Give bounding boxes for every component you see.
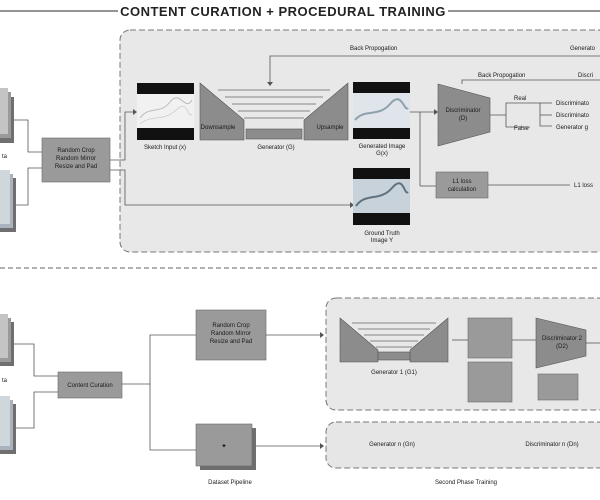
back-propagation-label-2: Back Propogation [478, 73, 525, 79]
back-propagation-line-2 [461, 79, 600, 84]
output-label-2: Discriminato [556, 113, 590, 119]
generator-n-label: Generator n (Gn) [369, 442, 415, 448]
top-preprocess-line-1: Random Crop [57, 148, 95, 154]
upsample-label: Upsample [316, 125, 344, 131]
l1-out-label: L1 loss [574, 183, 593, 189]
false-label: False [514, 126, 529, 132]
output-label-1: Discriminato [556, 101, 590, 107]
dataset-pipeline-star-icon: ✦ [221, 442, 227, 450]
top-preprocess-line-3: Resize and Pad [55, 164, 97, 170]
top-preprocess-box [41, 137, 111, 183]
curation-to-dataset [149, 384, 196, 451]
bottom-preprocess-line-2: Random Mirror [211, 331, 251, 337]
second-phase-output-box [537, 373, 579, 401]
ground-truth-label-2: Image Y [371, 238, 393, 244]
top-input-stack-2 [0, 170, 16, 232]
branch-false [505, 115, 530, 128]
discriminator-shape [437, 83, 491, 147]
top-input-stack-1 [0, 88, 14, 143]
phase-n-container [325, 421, 600, 469]
arrowhead-phase-n [320, 443, 324, 449]
l1-loss-box [435, 171, 489, 199]
bottom-preprocess-box [195, 309, 267, 361]
top-preprocess-line-2: Random Mirror [56, 156, 96, 162]
bottom-connector-2 [16, 391, 58, 429]
bottom-preprocess-line-1: Random Crop [212, 323, 250, 329]
page-title: CONTENT CURATION + PROCEDURAL TRAINING [120, 4, 446, 19]
output-label-3: Generator g [556, 125, 588, 131]
sketch-input-label: Sketch Input (x) [144, 145, 186, 151]
generated-image [353, 82, 410, 139]
top-connector-2 [16, 167, 42, 206]
generator-label: Generator (G) [257, 145, 294, 151]
discriminator-n-label: Discriminator n (Dn) [525, 442, 578, 448]
generator-shape [199, 82, 349, 141]
ground-truth-label-1: Ground Truth [364, 231, 399, 237]
dataset-pipeline-box [195, 423, 253, 467]
dataset-pipeline-label: Dataset Pipeline [208, 480, 252, 486]
bottom-input-label: ta [2, 378, 8, 384]
second-phase-image-1 [467, 317, 513, 359]
l1-loss-label-1: L1 loss [452, 179, 471, 185]
arrowhead-groundtruth [350, 202, 354, 208]
top-connector-1 [14, 119, 42, 153]
back-propagation-line-1 [269, 55, 600, 82]
generated-image-label-1: Generated Image [359, 144, 406, 150]
arrowhead-backprop-1 [267, 82, 273, 86]
content-curation-box [57, 371, 123, 399]
discriminator2-label-1: Discriminator 2 [542, 336, 583, 342]
ground-truth-image [353, 168, 410, 225]
generator1-shape [339, 317, 449, 363]
preprocess-to-sketch [110, 111, 133, 161]
arrowhead-discriminator [434, 109, 438, 115]
second-phase-image-2 [467, 361, 513, 403]
sketch-input-image [137, 83, 194, 140]
bottom-input-stack-2 [0, 396, 16, 454]
l1-loss-label-2: calculation [448, 187, 476, 193]
back-propagation-label-1: Back Propogation [350, 46, 397, 52]
bottom-input-stack-1 [0, 314, 14, 366]
discriminator-label-right: Discri [578, 73, 593, 79]
top-input-label: ta [2, 154, 8, 160]
generated-image-label-2: G(x) [376, 151, 388, 157]
arrowhead-second-phase [320, 332, 324, 338]
generator1-label: Generator 1 (G1) [371, 370, 417, 376]
curation-to-preprocess [122, 334, 196, 385]
generator-label-right: Generato [570, 46, 596, 52]
bottom-connector-1 [14, 343, 58, 377]
arrowhead-sketch [133, 109, 137, 115]
bottom-preprocess-line-3: Resize and Pad [210, 339, 252, 345]
merge-line [530, 102, 552, 127]
discriminator-label-2: (D) [459, 116, 467, 122]
second-phase-container [325, 297, 600, 411]
branch-real [490, 102, 530, 116]
discriminator-label-1: Discriminator [445, 108, 480, 114]
second-phase-label: Second Phase Training [435, 480, 497, 486]
downsample-label: Downsample [201, 125, 236, 131]
discriminator2-shape [535, 317, 587, 369]
real-label: Real [514, 96, 526, 102]
preprocess-to-groundtruth [110, 169, 350, 206]
content-curation-label: Content Curation [67, 383, 112, 389]
discriminator2-label-2: (D2) [556, 344, 568, 350]
